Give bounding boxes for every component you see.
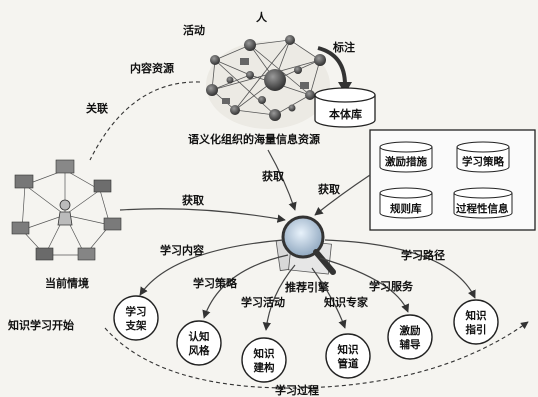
branch-learning-service bbox=[319, 257, 410, 313]
magnifier-icon bbox=[275, 215, 336, 275]
branch-learning-strategy bbox=[202, 254, 289, 319]
recommendation-engine-label: 推荐引擎 bbox=[285, 280, 329, 294]
svg-text:学习策略: 学习策略 bbox=[462, 155, 504, 168]
node-knowledge-guide: 知识指引 bbox=[453, 299, 499, 345]
acquire-from-databases-arrow bbox=[314, 174, 371, 216]
node-cognitive-style: 认知风格 bbox=[176, 320, 222, 366]
branch-knowledge-expert-label: 知识专家 bbox=[323, 295, 369, 309]
learning-strategy-db: 学习策略 bbox=[456, 141, 510, 173]
learning-process-label: 学习过程 bbox=[275, 383, 319, 397]
databases-group: 激励措施 学习策略 规则库 过程性信息 bbox=[369, 129, 536, 231]
semantic-resource-network bbox=[206, 35, 330, 129]
rule-base-db: 规则库 bbox=[379, 187, 433, 219]
node-incentive-coaching-text: 激励辅导 bbox=[400, 324, 421, 351]
node-learning-support-text: 学习支架 bbox=[125, 305, 147, 332]
branch-learning-activity-label: 学习活动 bbox=[241, 295, 285, 309]
svg-text:过程性信息: 过程性信息 bbox=[456, 202, 509, 215]
branch-learning-content bbox=[139, 239, 284, 296]
node-cognitive-style-text: 认知风格 bbox=[189, 330, 210, 357]
branch-learning-strategy-label: 学习策略 bbox=[193, 276, 238, 290]
branch-learning-activity bbox=[262, 264, 296, 331]
node-knowledge-guide-text: 知识指引 bbox=[466, 309, 487, 336]
branch-learning-path bbox=[324, 239, 476, 299]
process-info-db: 过程性信息 bbox=[453, 187, 513, 219]
current-context-network bbox=[11, 159, 122, 261]
learning-start-label: 知识学习开始 bbox=[7, 318, 74, 332]
acquire-from-databases-label: 获取 bbox=[318, 182, 340, 196]
branch-learning-path-label: 学习路径 bbox=[401, 248, 445, 262]
current-context-label: 当前情境 bbox=[45, 276, 89, 290]
node-incentive-coaching: 激励辅导 bbox=[387, 314, 433, 360]
person-label: 人 bbox=[256, 10, 268, 24]
massive-info-caption: 语义化组织的海量信息资源 bbox=[188, 132, 320, 146]
content-resource-label: 内容资源 bbox=[130, 61, 174, 75]
node-knowledge-construction: 知识建构 bbox=[241, 337, 287, 383]
node-learning-support: 学习支架 bbox=[113, 295, 159, 341]
node-knowledge-construction-text: 知识建构 bbox=[253, 347, 275, 374]
associate-label: 关联 bbox=[86, 101, 108, 115]
node-knowledge-pipeline-text: 知识管道 bbox=[338, 343, 359, 370]
svg-text:规则库: 规则库 bbox=[390, 202, 422, 215]
branch-learning-service-label: 学习服务 bbox=[369, 279, 414, 293]
acquire-from-resources-arrow bbox=[267, 149, 297, 211]
learning-process-arc bbox=[104, 321, 529, 389]
ontology-database: 本体库 bbox=[314, 87, 376, 128]
activity-label: 活动 bbox=[183, 23, 205, 37]
annotate-arrow bbox=[317, 46, 347, 86]
acquire-from-resources-label: 获取 bbox=[262, 169, 284, 183]
acquire-from-context-label: 获取 bbox=[182, 193, 204, 207]
annotate-label: 标注 bbox=[332, 40, 355, 54]
acquire-from-context-arrow bbox=[119, 208, 286, 223]
svg-text:激励措施: 激励措施 bbox=[385, 155, 427, 168]
node-knowledge-pipeline: 知识管道 bbox=[325, 333, 371, 379]
branch-knowledge-expert bbox=[311, 267, 347, 329]
associate-connector bbox=[89, 81, 201, 161]
incentive-measures-db: 激励措施 bbox=[379, 141, 433, 173]
branch-learning-content-label: 学习内容 bbox=[160, 243, 204, 257]
ontology-db-label: 本体库 bbox=[329, 107, 362, 121]
